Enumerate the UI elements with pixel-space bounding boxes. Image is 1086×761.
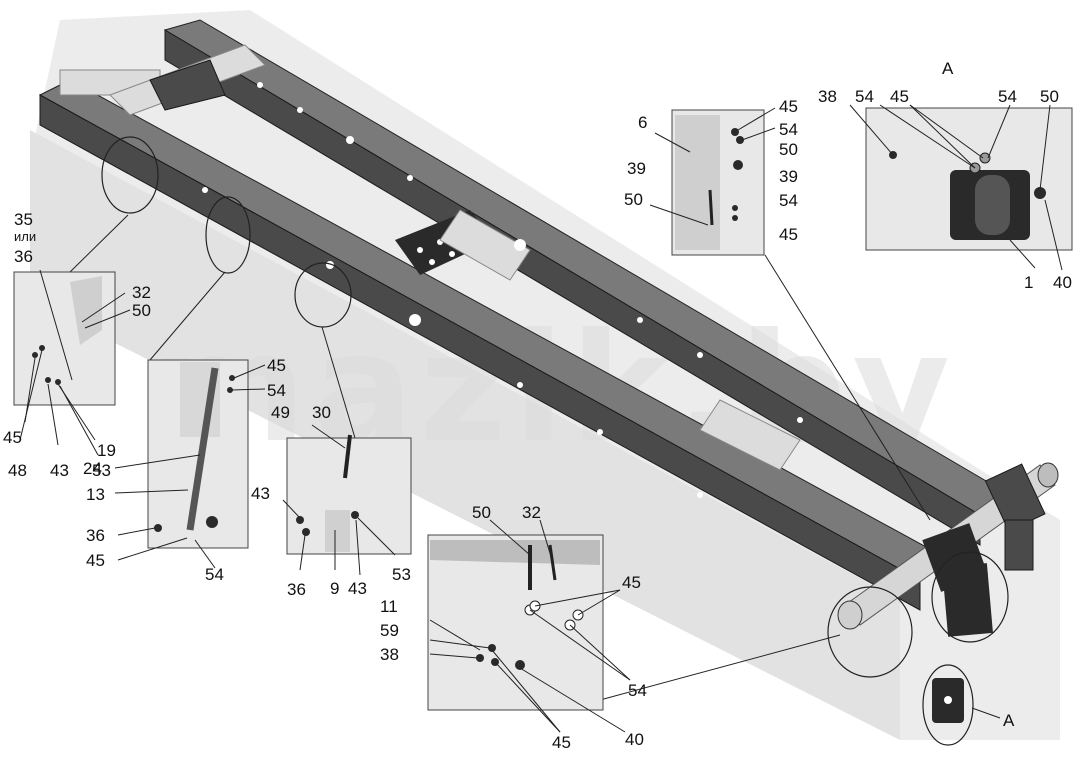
- label-6: 6: [638, 113, 647, 132]
- inset-bracket-24-13: [114, 359, 266, 569]
- part-labels: 35 или 36 32 50 45 48 43 19 53 45 54 24 …: [3, 59, 1072, 752]
- label-view-a-bottom: A: [1003, 711, 1015, 730]
- label-36a: 36: [14, 247, 33, 266]
- label-13: 13: [86, 485, 105, 504]
- label-48: 48: [8, 461, 27, 480]
- label-40a: 40: [1053, 273, 1072, 292]
- label-19: 19: [97, 441, 116, 460]
- inset-bracket-49-30: [282, 424, 412, 576]
- label-1: 1: [1024, 273, 1033, 292]
- inset-view-a: [849, 104, 1073, 271]
- label-50c: 50: [779, 140, 798, 159]
- label-45a: 45: [3, 428, 22, 447]
- label-36b: 36: [86, 526, 105, 545]
- label-24: 24: [83, 459, 102, 478]
- bracket-a-small: [932, 678, 964, 723]
- inset-bracket-35-36: [13, 269, 131, 456]
- label-54d: 54: [779, 191, 798, 210]
- label-45g: 45: [622, 573, 641, 592]
- label-45b: 45: [267, 356, 286, 375]
- label-32a: 32: [132, 283, 151, 302]
- label-38a: 38: [818, 87, 837, 106]
- label-49: 49: [271, 403, 290, 422]
- label-30: 30: [312, 403, 331, 422]
- rear-cross-tube: [837, 462, 1059, 637]
- label-45f: 45: [890, 87, 909, 106]
- label-ili: или: [14, 229, 36, 244]
- leader-lines: [69, 214, 1001, 719]
- label-50d: 50: [1040, 87, 1059, 106]
- label-54g: 54: [628, 681, 647, 700]
- label-9: 9: [330, 579, 339, 598]
- label-50b: 50: [624, 190, 643, 209]
- label-40b: 40: [625, 730, 644, 749]
- rail-holes: [202, 82, 803, 498]
- label-54c: 54: [779, 120, 798, 139]
- label-54f: 54: [998, 87, 1017, 106]
- label-43a: 43: [50, 461, 69, 480]
- label-38b: 38: [380, 645, 399, 664]
- label-35: 35: [14, 210, 33, 229]
- label-43c: 43: [348, 579, 367, 598]
- label-54b: 54: [205, 565, 224, 584]
- label-45c: 45: [86, 551, 105, 570]
- label-view-a-top: A: [942, 59, 954, 78]
- label-11: 11: [380, 597, 398, 616]
- inset-bracket-11: [427, 519, 631, 733]
- callout-circles: [101, 136, 1009, 746]
- label-45d: 45: [779, 97, 798, 116]
- label-39a: 39: [627, 159, 646, 178]
- label-59: 59: [380, 621, 399, 640]
- label-53b: 53: [392, 565, 411, 584]
- label-50a: 50: [132, 301, 151, 320]
- inset-bracket-6: [649, 107, 776, 256]
- label-50e: 50: [472, 503, 491, 522]
- label-43b: 43: [251, 484, 270, 503]
- label-45e: 45: [779, 225, 798, 244]
- label-36c: 36: [287, 580, 306, 599]
- label-39b: 39: [779, 167, 798, 186]
- label-53a: 53: [92, 461, 111, 480]
- label-32b: 32: [522, 503, 541, 522]
- label-54a: 54: [267, 381, 286, 400]
- frame-cross-members: [109, 44, 801, 471]
- label-45h: 45: [552, 733, 571, 752]
- label-54e: 54: [855, 87, 874, 106]
